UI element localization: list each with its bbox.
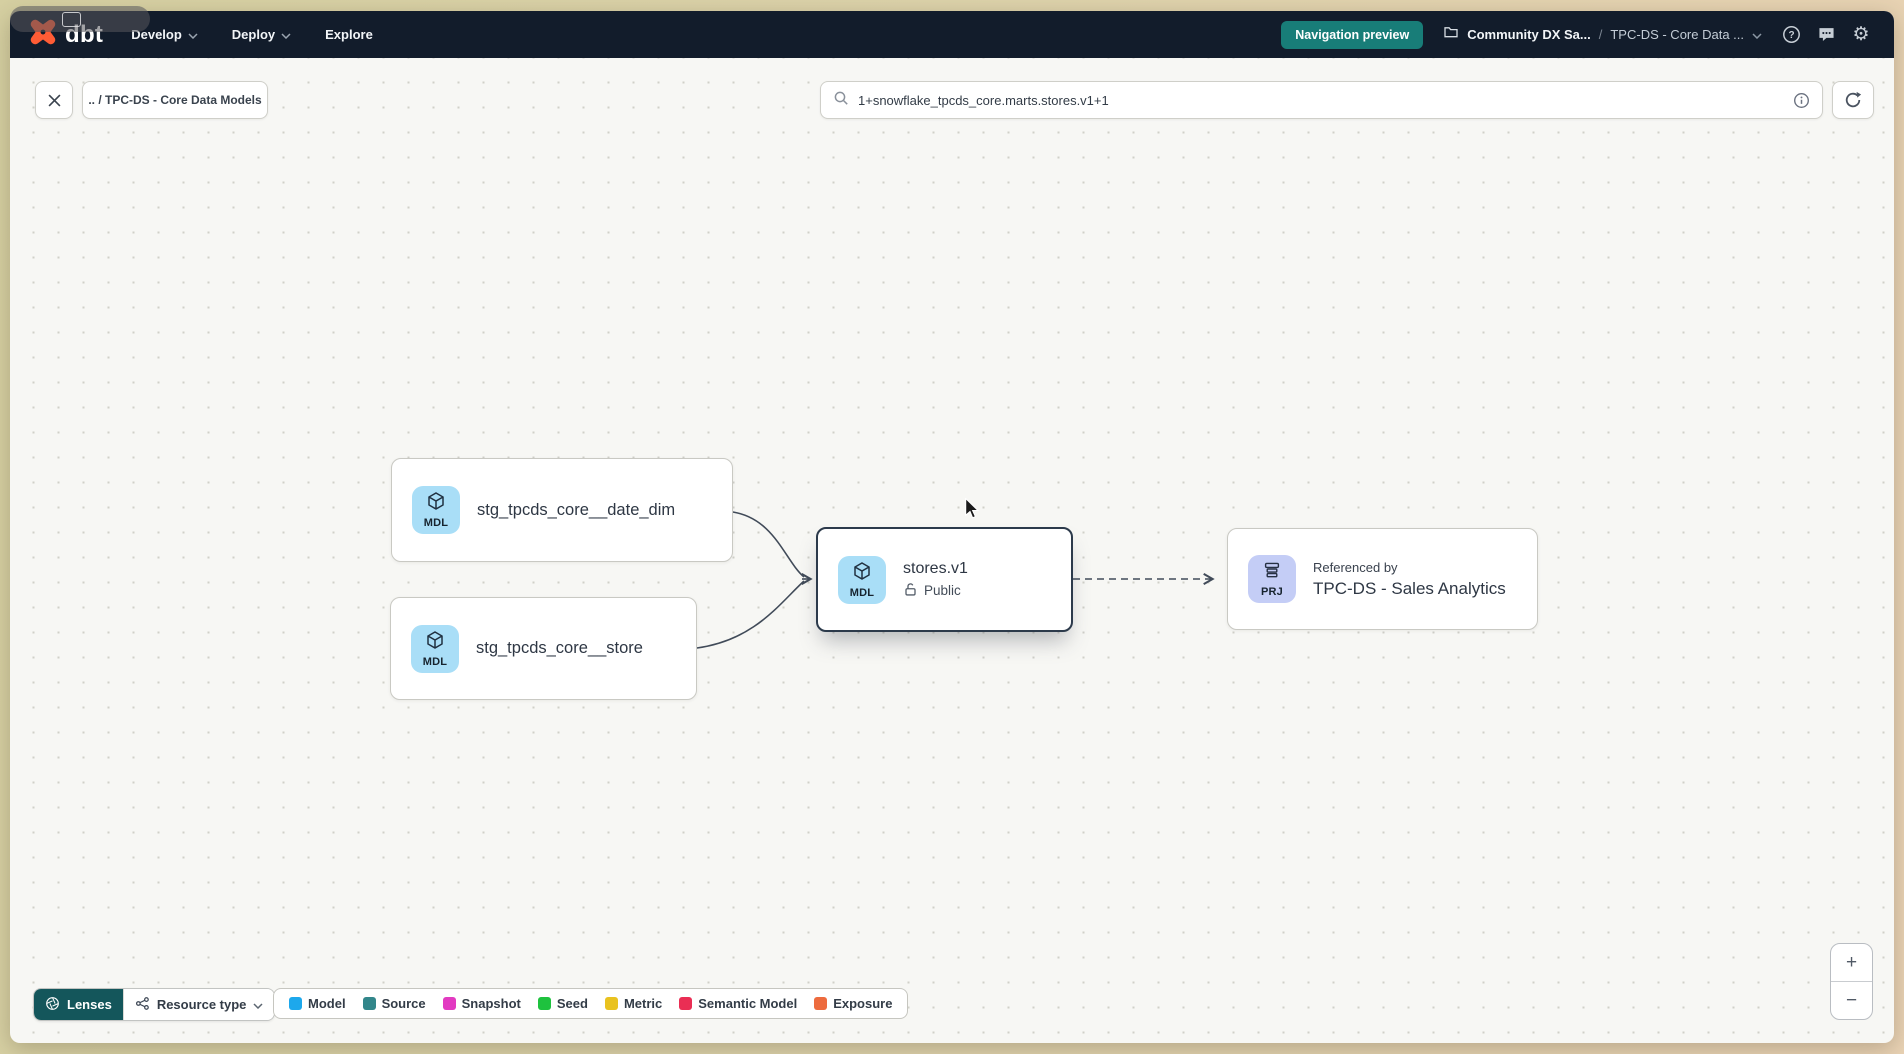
legend-swatch <box>289 997 302 1010</box>
legend-label: Snapshot <box>462 996 521 1011</box>
legend-item-exposure: Exposure <box>814 996 892 1011</box>
lenses-button[interactable]: Lenses <box>34 989 123 1020</box>
legend-item-model: Model <box>289 996 346 1011</box>
gear-icon[interactable]: ⚙ <box>1850 24 1872 46</box>
unlock-icon <box>903 582 918 600</box>
legend-swatch <box>363 997 376 1010</box>
svg-text:?: ? <box>1788 30 1794 41</box>
model-badge: MDL <box>411 625 459 673</box>
project-badge: PRJ <box>1248 555 1296 603</box>
legend-label: Model <box>308 996 346 1011</box>
help-icon[interactable]: ? <box>1780 24 1802 46</box>
node-referenced-by-sales-analytics[interactable]: PRJ Referenced by TPC-DS - Sales Analyti… <box>1227 528 1538 630</box>
model-badge: MDL <box>412 486 460 534</box>
search-icon <box>833 90 849 111</box>
cube-icon <box>426 491 446 516</box>
zoom-controls: + − <box>1830 943 1873 1020</box>
info-icon[interactable] <box>1793 92 1810 109</box>
badge-code: PRJ <box>1261 586 1283 598</box>
menu-explore-label: Explore <box>325 27 373 42</box>
cube-icon <box>852 561 872 586</box>
badge-code: MDL <box>424 517 448 529</box>
breadcrumb-project[interactable]: Community DX Sa... <box>1467 27 1591 42</box>
legend-swatch <box>814 997 827 1010</box>
navbar-icon-group: ? ⚙ <box>1780 24 1872 46</box>
lineage-breadcrumb-chip[interactable]: .. / TPC-DS - Core Data Models <box>82 81 268 119</box>
node-label: TPC-DS - Sales Analytics <box>1313 579 1506 599</box>
chevron-down-icon <box>188 27 198 42</box>
chat-icon[interactable] <box>1815 24 1837 46</box>
menu-deploy[interactable]: Deploy <box>232 27 291 42</box>
legend-label: Exposure <box>833 996 892 1011</box>
model-badge: MDL <box>838 556 886 604</box>
legend-label: Seed <box>557 996 588 1011</box>
node-access: Public <box>903 582 968 600</box>
breadcrumb-separator: / <box>1599 27 1603 42</box>
lenses-control: Lenses Resource type <box>33 988 275 1021</box>
recording-widget <box>10 6 150 32</box>
zoom-out-button[interactable]: − <box>1831 982 1872 1019</box>
main-menu: Develop Deploy Explore <box>131 27 373 42</box>
legend-label: Metric <box>624 996 662 1011</box>
graph-nodes-icon <box>135 996 150 1014</box>
breadcrumb: Community DX Sa... / TPC-DS - Core Data … <box>1443 24 1762 45</box>
badge-code: MDL <box>423 656 447 668</box>
legend-item-snapshot: Snapshot <box>443 996 521 1011</box>
node-stores-v1-selected[interactable]: MDL stores.v1 Public <box>816 527 1073 632</box>
referenced-by-caption: Referenced by <box>1313 560 1506 575</box>
screen-capture-icon <box>62 12 81 27</box>
navigation-preview-badge[interactable]: Navigation preview <box>1281 21 1423 49</box>
cube-icon <box>425 630 445 655</box>
legend-item-metric: Metric <box>605 996 662 1011</box>
resource-type-dropdown[interactable]: Resource type <box>123 989 275 1020</box>
lenses-label: Lenses <box>67 997 112 1012</box>
refresh-lineage-button[interactable] <box>1832 81 1874 119</box>
chevron-down-icon <box>253 997 263 1012</box>
resource-type-legend: Model Source Snapshot Seed Metric Semant… <box>273 988 908 1019</box>
node-stg-tpcds-core-store[interactable]: MDL stg_tpcds_core__store <box>390 597 697 700</box>
folder-icon <box>1443 24 1459 45</box>
menu-explore[interactable]: Explore <box>325 27 373 42</box>
node-label: stg_tpcds_core__store <box>476 639 643 658</box>
close-lineage-button[interactable] <box>35 81 73 119</box>
badge-code: MDL <box>850 587 874 599</box>
legend-swatch <box>443 997 456 1010</box>
menu-deploy-label: Deploy <box>232 27 275 42</box>
breadcrumb-page[interactable]: TPC-DS - Core Data ... <box>1610 27 1744 42</box>
legend-item-seed: Seed <box>538 996 588 1011</box>
access-label: Public <box>924 583 961 598</box>
legend-swatch <box>679 997 692 1010</box>
resource-type-label: Resource type <box>157 997 247 1012</box>
legend-swatch <box>538 997 551 1010</box>
legend-label: Semantic Model <box>698 996 797 1011</box>
node-label: stg_tpcds_core__date_dim <box>477 501 675 520</box>
project-stack-icon <box>1262 560 1282 585</box>
app-window: dbt Develop Deploy Explore Navigation pr… <box>10 11 1894 1043</box>
top-navbar: dbt Develop Deploy Explore Navigation pr… <box>10 11 1894 58</box>
node-label: stores.v1 <box>903 560 968 578</box>
search-query-text: 1+snowflake_tpcds_core.marts.stores.v1+1 <box>858 93 1109 108</box>
zoom-in-button[interactable]: + <box>1831 944 1872 981</box>
chevron-down-icon[interactable] <box>1752 26 1762 44</box>
lineage-search-input[interactable]: 1+snowflake_tpcds_core.marts.stores.v1+1 <box>820 81 1823 119</box>
chevron-down-icon <box>281 27 291 42</box>
node-stg-tpcds-core-date-dim[interactable]: MDL stg_tpcds_core__date_dim <box>391 458 733 562</box>
legend-swatch <box>605 997 618 1010</box>
legend-label: Source <box>382 996 426 1011</box>
legend-item-source: Source <box>363 996 426 1011</box>
lens-aperture-icon <box>45 996 60 1014</box>
legend-item-semantic-model: Semantic Model <box>679 996 797 1011</box>
